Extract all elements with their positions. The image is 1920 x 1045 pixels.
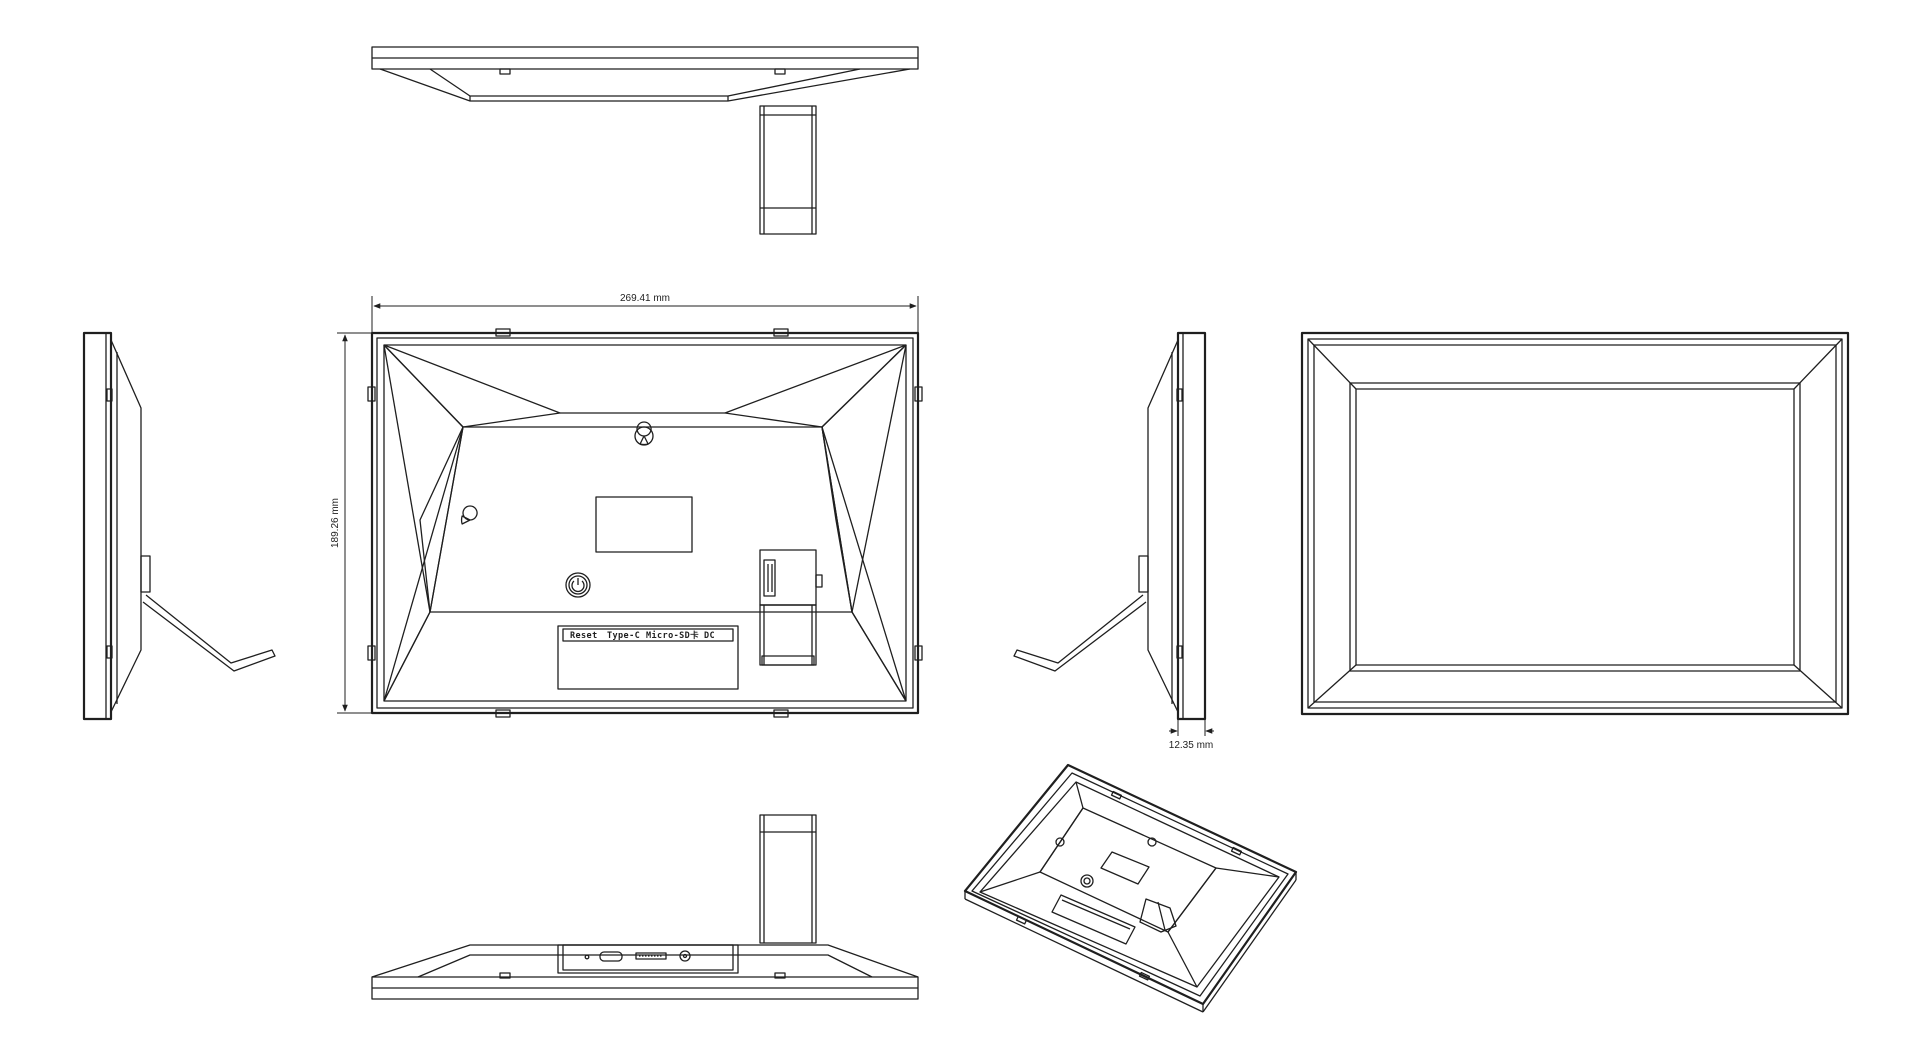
rear-view: 269.41 mm 189.26 mm — [330, 293, 923, 718]
depth-dimension-label: 12.35 mm — [1169, 740, 1213, 751]
width-dimension-label: 269.41 mm — [620, 293, 670, 304]
top-view — [371, 46, 919, 235]
port-label-dc: DC — [704, 631, 715, 641]
right-side-view: 12.35 mm — [1013, 331, 1214, 751]
left-side-view — [82, 331, 276, 721]
port-label-type-c: Type-C — [607, 631, 640, 641]
bottom-view — [371, 814, 919, 1000]
front-view — [1300, 331, 1850, 716]
height-dimension-label: 189.26 mm — [330, 498, 341, 548]
isometric-view — [963, 763, 1298, 1013]
port-label-micro-sd: Micro-SD卡 — [646, 630, 699, 641]
port-label-reset: Reset — [570, 631, 598, 641]
